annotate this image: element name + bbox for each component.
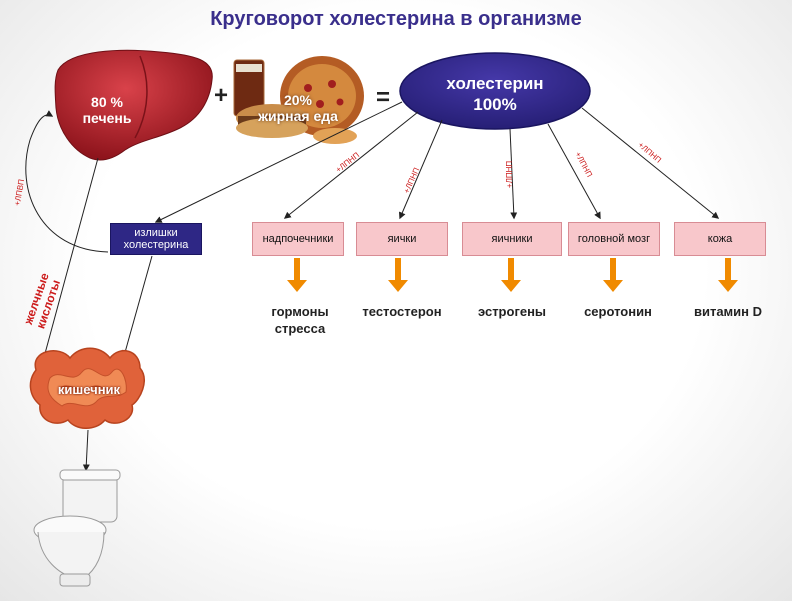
excess-cholesterol-box: излишки холестерина <box>110 223 202 255</box>
liver-illustration <box>54 49 213 161</box>
liver-label: печень <box>82 110 132 126</box>
ldl-arrows <box>25 101 720 472</box>
liver-percent: 80 % <box>91 94 123 110</box>
arrow-excess-to-intestine <box>122 255 153 358</box>
orange-arrow-skin <box>718 258 738 292</box>
hdl-return-arrow <box>25 110 109 253</box>
equals-operator: = <box>376 84 391 111</box>
arrow-to-skin <box>581 107 720 219</box>
ldl-label-ovaries: +ЛПНП <box>505 160 515 189</box>
arrow-intestine-to-toilet <box>82 429 90 472</box>
orange-arrow-testes <box>388 258 408 292</box>
excess-line1: излишки <box>134 227 178 239</box>
organ-box-brain: головной мозг <box>568 222 660 256</box>
organ-box-skin: кожа <box>674 222 766 256</box>
cholesterol-label: холестерин <box>446 74 544 93</box>
page-title: Круговорот холестерина в организме <box>210 8 582 30</box>
arrow-to-excess <box>154 101 403 223</box>
excess-line2: холестерина <box>123 239 189 251</box>
product-adrenal-line1: гормоны <box>271 304 329 319</box>
orange-arrow-brain <box>603 258 623 292</box>
product-ovaries: эстрогены <box>477 304 547 319</box>
intestine-illustration <box>29 347 145 429</box>
orange-arrow-adrenal <box>287 258 307 292</box>
orange-arrow-ovaries <box>501 258 521 292</box>
plus-operator: + <box>214 82 229 109</box>
product-arrows <box>287 258 738 292</box>
arrow-to-brain <box>547 123 601 220</box>
toilet-illustration <box>33 469 121 587</box>
organ-box-testes: яички <box>356 222 448 256</box>
arrow-liver-to-intestine <box>38 157 99 374</box>
arrow-to-ovaries <box>509 128 518 220</box>
product-adrenal-line2: стресса <box>274 321 326 336</box>
fatty-food-illustration <box>233 56 364 144</box>
food-label: жирная еда <box>258 108 338 124</box>
cholesterol-ellipse <box>399 52 591 130</box>
organ-box-adrenal: надпочечники <box>252 222 344 256</box>
intestine-label: кишечник <box>57 382 121 397</box>
product-brain: серотонин <box>584 304 652 319</box>
arrow-to-testes <box>398 119 443 220</box>
product-testes: тестостерон <box>362 304 442 319</box>
organ-box-ovaries: яичники <box>462 222 562 256</box>
product-adrenal: гормоны стресса <box>250 303 350 337</box>
product-skin: витамин D <box>693 304 763 319</box>
cholesterol-percent: 100% <box>473 95 517 114</box>
food-percent: 20% <box>283 92 313 108</box>
arrow-to-adrenal <box>283 111 419 219</box>
